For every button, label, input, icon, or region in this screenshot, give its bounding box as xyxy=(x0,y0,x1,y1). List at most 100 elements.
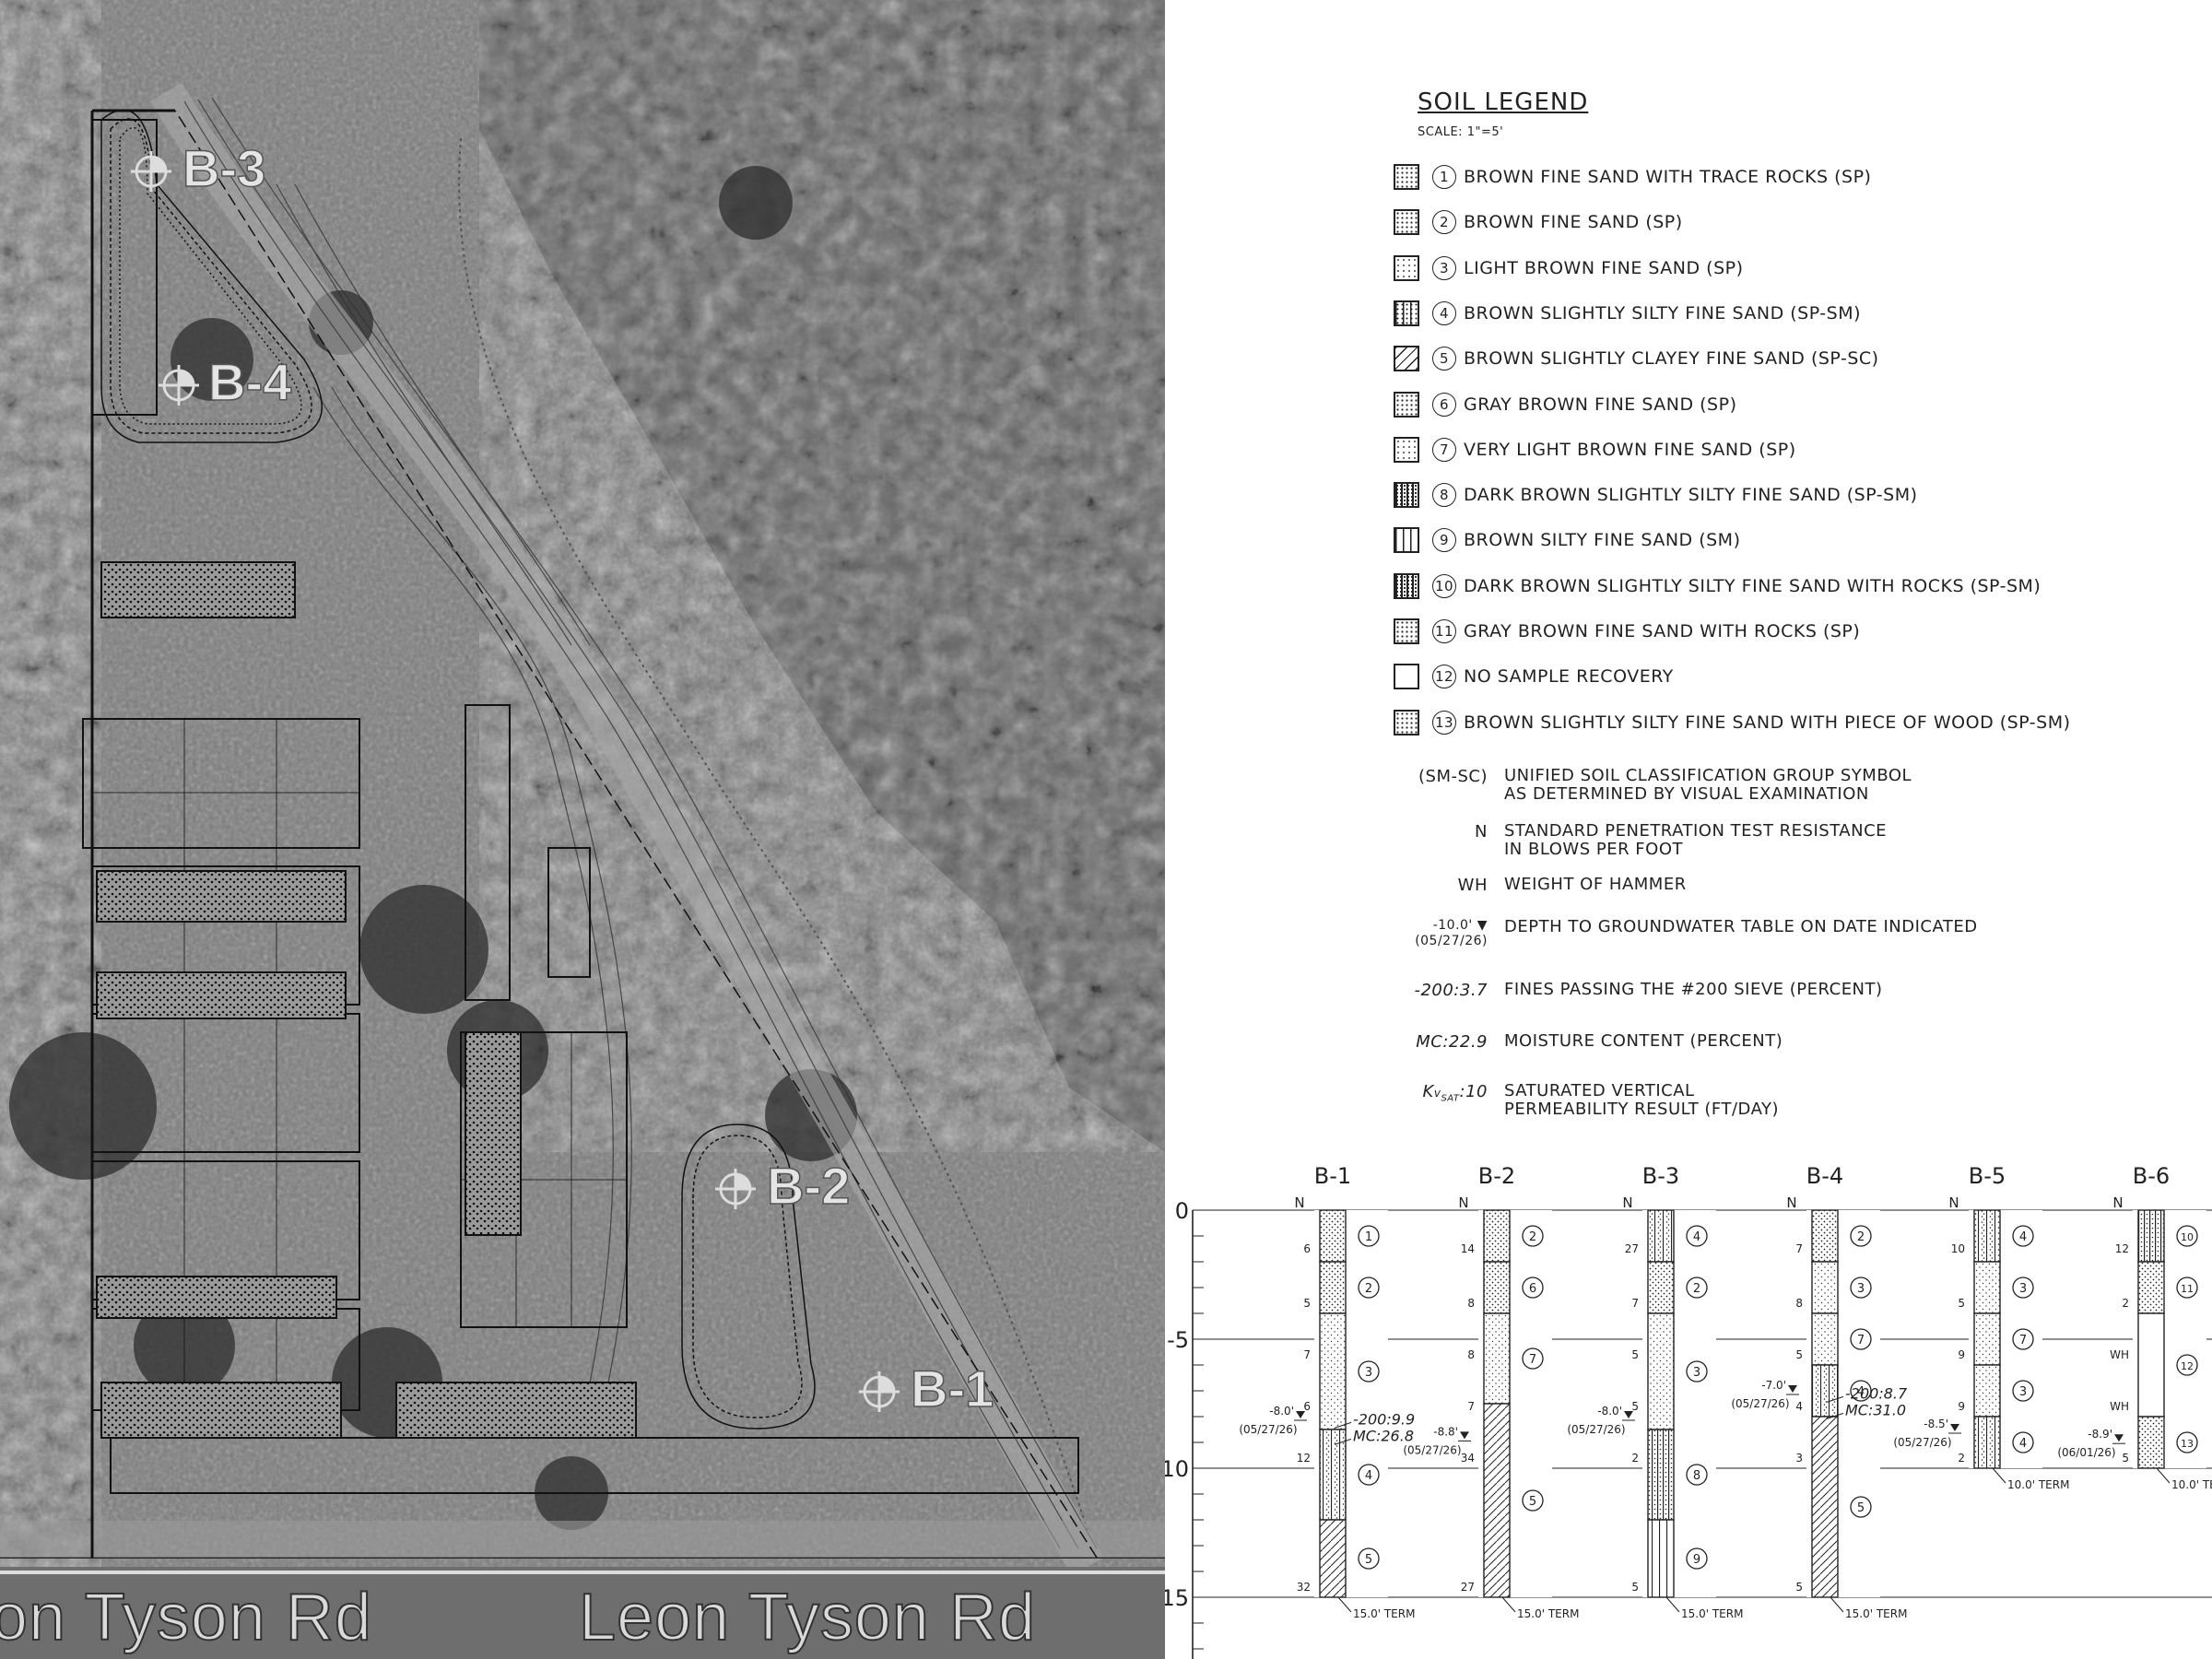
soil-number: 1 xyxy=(1432,165,1456,189)
soil-number: 9 xyxy=(1432,528,1456,553)
soil-description: BROWN FINE SAND WITH TRACE ROCKS (SP) xyxy=(1464,167,1872,187)
term-leader xyxy=(1830,1596,1844,1613)
blow-count: 9 xyxy=(1958,1400,1965,1413)
boring-termination-label: 15.0' TERM xyxy=(1353,1607,1415,1620)
lab-test-leader xyxy=(1334,1421,1352,1429)
blow-count: 8 xyxy=(1795,1297,1803,1310)
groundwater-date: (05/27/26) xyxy=(1239,1423,1297,1436)
term-leader xyxy=(1337,1596,1352,1613)
soil-pattern-swatch xyxy=(1394,527,1419,554)
road-label-west: on Tyson Rd xyxy=(0,1580,372,1655)
lab-test-result: -200:8.7 xyxy=(1845,1384,1908,1402)
layer-soil-number-badge xyxy=(2176,1277,2198,1299)
layer-soil-number-badge xyxy=(2176,1354,2198,1376)
soil-pattern-swatch xyxy=(1394,572,1419,599)
blow-count: 7 xyxy=(1303,1348,1311,1361)
depth-tick-label: 0 xyxy=(1175,1198,1189,1224)
lab-test-result: MC:31.0 xyxy=(1845,1401,1906,1418)
layer-soil-number: 7 xyxy=(1529,1353,1536,1367)
blow-count: 6 xyxy=(1303,1242,1311,1255)
groundwater-depth: -8.0' xyxy=(1597,1405,1622,1418)
soil-number: 3 xyxy=(1432,255,1456,280)
layer-soil-number-badge xyxy=(1850,1277,1872,1299)
groundwater-symbol xyxy=(1788,1385,1797,1393)
soil-description: BROWN SLIGHTLY SILTY FINE SAND WITH PIEC… xyxy=(1464,712,2071,733)
layer-soil-number: 10 xyxy=(2181,1231,2194,1243)
definition-text: DEPTH TO GROUNDWATER TABLE ON DATE INDIC… xyxy=(1504,917,1978,936)
layer-soil-number: 3 xyxy=(1365,1366,1372,1380)
boring-marker-b1[interactable] xyxy=(859,1371,900,1412)
blow-count: 9 xyxy=(1958,1348,1965,1361)
blow-count: WH xyxy=(2110,1348,2129,1361)
soil-layer xyxy=(1483,1261,1511,1314)
soil-layer xyxy=(2137,1312,2165,1418)
soil-description: GRAY BROWN FINE SAND (SP) xyxy=(1464,394,1737,415)
boring-label-b4: B-4 xyxy=(207,352,292,412)
soil-description: GRAY BROWN FINE SAND WITH ROCKS (SP) xyxy=(1464,621,1861,641)
soil-description: NO SAMPLE RECOVERY xyxy=(1464,666,1674,688)
aerial-site-plan: B-3 B-4 B-2 B-1 on Tyson Rd Leon Tyson R… xyxy=(0,0,1165,1659)
layer-soil-number: 12 xyxy=(2181,1360,2194,1372)
soil-pattern-swatch xyxy=(1394,664,1419,690)
depth-tick-label: -15 xyxy=(1165,1585,1189,1611)
soil-layer xyxy=(1647,1519,1675,1598)
depth-tick-label: -10 xyxy=(1165,1456,1189,1482)
soil-layer xyxy=(1973,1261,2001,1314)
layer-soil-number: 2 xyxy=(1857,1230,1865,1244)
layer-soil-number-badge xyxy=(1850,1225,1872,1247)
layer-soil-number: 5 xyxy=(1529,1495,1536,1509)
soil-layer xyxy=(2137,1209,2165,1263)
boring-profile-title: B-6 xyxy=(2133,1163,2170,1189)
blow-count: WH xyxy=(2110,1400,2129,1413)
soil-pattern-swatch xyxy=(1394,300,1419,326)
term-leader xyxy=(1501,1596,1516,1613)
soil-layer xyxy=(2137,1261,2165,1314)
layer-soil-number: 4 xyxy=(2019,1437,2027,1451)
layer-soil-number-badge xyxy=(1522,1347,1544,1370)
blow-count: 2 xyxy=(2122,1297,2129,1310)
blow-count: 4 xyxy=(1795,1400,1803,1413)
blow-count: 5 xyxy=(1631,1400,1639,1413)
soil-layer xyxy=(1319,1519,1347,1598)
groundwater-symbol xyxy=(2114,1434,2124,1442)
layer-soil-number-badge xyxy=(2012,1431,2034,1453)
boring-marker-b3[interactable] xyxy=(131,151,171,192)
blow-count: 5 xyxy=(2122,1452,2129,1465)
soil-description: VERY LIGHT BROWN FINE SAND (SP) xyxy=(1464,439,1796,460)
boring-label-b3: B-3 xyxy=(182,138,266,198)
soil-pattern-swatch xyxy=(1394,709,1419,735)
groundwater-depth: -7.0' xyxy=(1761,1379,1786,1392)
groundwater-date: (06/01/26) xyxy=(2057,1446,2115,1459)
soil-pattern-swatch xyxy=(1394,254,1419,281)
blow-count: 5 xyxy=(1795,1581,1803,1594)
soil-layer xyxy=(1973,1209,2001,1263)
lab-test-leader xyxy=(1826,1395,1844,1403)
layer-soil-number-badge xyxy=(2012,1225,2034,1247)
boring-termination-label: 15.0' TERM xyxy=(1517,1607,1579,1620)
layer-soil-number-badge xyxy=(2176,1431,2198,1453)
groundwater-date: (05/27/26) xyxy=(1893,1436,1951,1449)
blow-count: 2 xyxy=(1631,1452,1639,1465)
term-leader xyxy=(1665,1596,1680,1613)
layer-soil-number: 4 xyxy=(2019,1230,2027,1244)
soil-legend-row: 3 LIGHT BROWN FINE SAND (SP) xyxy=(1394,253,1744,283)
soil-number: 12 xyxy=(1432,665,1456,689)
soil-number: 6 xyxy=(1432,392,1456,417)
groundwater-depth: -8.9' xyxy=(2088,1428,2112,1441)
boring-marker-b4[interactable] xyxy=(159,365,199,406)
boring-marker-b2[interactable] xyxy=(715,1169,756,1209)
layer-soil-number: 4 xyxy=(1857,1385,1865,1399)
blow-count-header: N xyxy=(2112,1194,2123,1211)
soil-description: LIGHT BROWN FINE SAND (SP) xyxy=(1464,257,1744,278)
soil-layer xyxy=(1647,1209,1675,1263)
soil-layer xyxy=(1483,1403,1511,1598)
boring-profile-title: B-5 xyxy=(1969,1163,2006,1189)
soil-number: 10 xyxy=(1432,573,1456,598)
boring-termination-label: 10.0' TERM xyxy=(2007,1478,2069,1491)
layer-soil-number-badge xyxy=(1686,1277,1708,1299)
layer-soil-number-badge xyxy=(1850,1380,1872,1402)
